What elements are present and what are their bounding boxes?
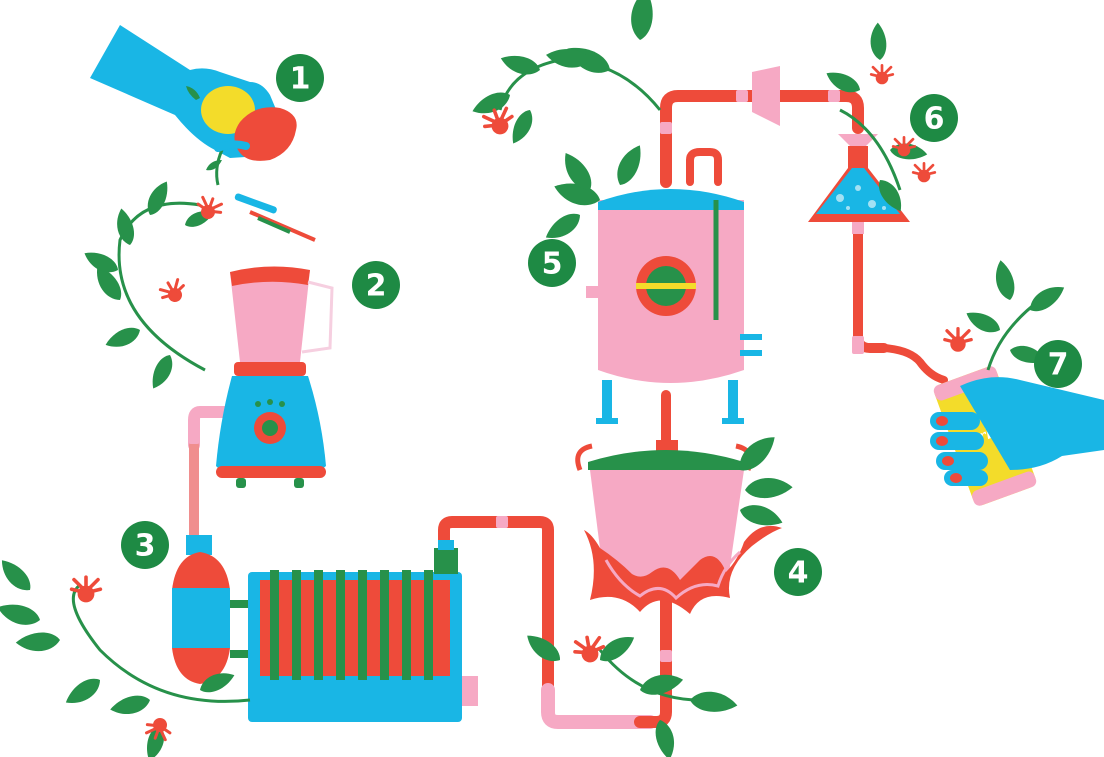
hand-with-can: Perlac xyxy=(930,366,1104,506)
step-badge-6: 6 xyxy=(910,94,958,142)
step-number: 6 xyxy=(924,102,945,137)
hand-with-fruit xyxy=(90,25,297,186)
step-badge-3: 3 xyxy=(121,521,169,569)
step-number: 7 xyxy=(1048,348,1069,383)
step-number: 4 xyxy=(788,556,809,591)
pipe-joints xyxy=(189,90,864,698)
step-badge-1: 1 xyxy=(276,54,324,102)
blender xyxy=(216,193,334,488)
step-number: 1 xyxy=(290,62,311,97)
step-badge-2: 2 xyxy=(352,261,400,309)
step-number: 2 xyxy=(366,269,387,304)
step-badge-5: 5 xyxy=(528,239,576,287)
step-badge-4: 4 xyxy=(774,548,822,596)
cooking-pot xyxy=(575,440,782,614)
distillation-flask xyxy=(752,66,910,234)
juice-press xyxy=(172,535,250,684)
mango-icon xyxy=(234,107,297,161)
decorative-foliage xyxy=(0,0,1069,757)
filter-press xyxy=(248,540,478,722)
step-number: 5 xyxy=(542,247,563,282)
distiller-tank xyxy=(586,189,762,424)
step-badge-7: 7 xyxy=(1034,340,1082,388)
step-number: 3 xyxy=(135,529,156,564)
